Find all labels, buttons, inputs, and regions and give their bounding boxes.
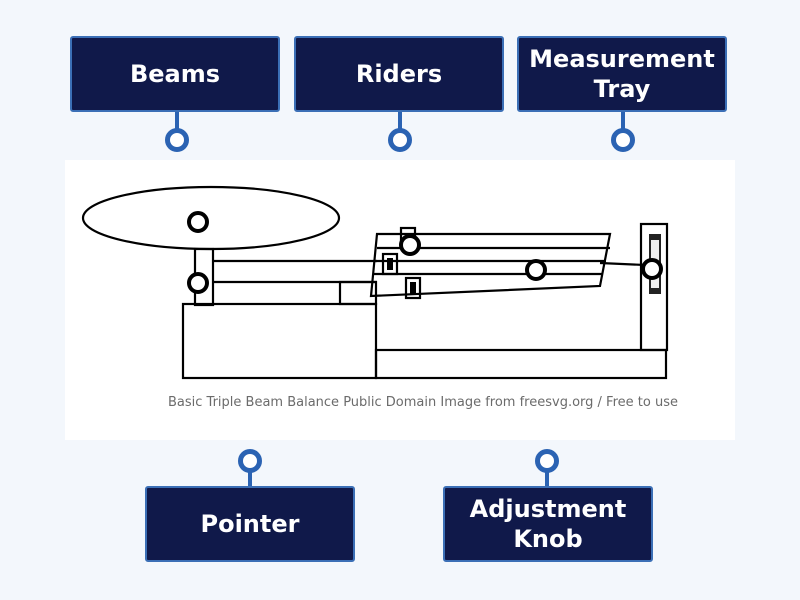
label-adjustment-knob-text: Adjustment Knob [469, 495, 627, 553]
pin-beams[interactable] [165, 128, 189, 152]
label-riders-text: Riders [355, 60, 443, 88]
image-credit: Basic Triple Beam Balance Public Domain … [168, 395, 678, 410]
balance-image-panel: Basic Triple Beam Balance Public Domain … [65, 160, 735, 440]
connector-measurement-tray [621, 112, 625, 132]
hotspot-pointer[interactable] [187, 272, 209, 294]
label-pointer[interactable]: Pointer [145, 486, 355, 562]
label-adjustment-knob[interactable]: Adjustment Knob [443, 486, 653, 562]
hotspot-tray[interactable] [187, 211, 209, 233]
connector-riders [398, 112, 402, 132]
label-measurement-tray[interactable]: Measurement Tray [517, 36, 727, 112]
hotspot-adjustment-knob[interactable] [641, 258, 663, 280]
pin-pointer[interactable] [238, 449, 262, 473]
tray-shape [81, 185, 341, 251]
label-riders[interactable]: Riders [294, 36, 504, 112]
label-measurement-tray-text: Measurement Tray [529, 45, 715, 103]
connector-pointer [248, 468, 252, 488]
connector-beams [175, 112, 179, 132]
pin-riders[interactable] [388, 128, 412, 152]
hotspot-riders[interactable] [399, 234, 421, 256]
label-beams[interactable]: Beams [70, 36, 280, 112]
label-beams-text: Beams [129, 60, 221, 88]
hotspot-beams[interactable] [525, 259, 547, 281]
connector-adjustment-knob [545, 468, 549, 488]
pin-measurement-tray[interactable] [611, 128, 635, 152]
label-pointer-text: Pointer [200, 510, 300, 538]
